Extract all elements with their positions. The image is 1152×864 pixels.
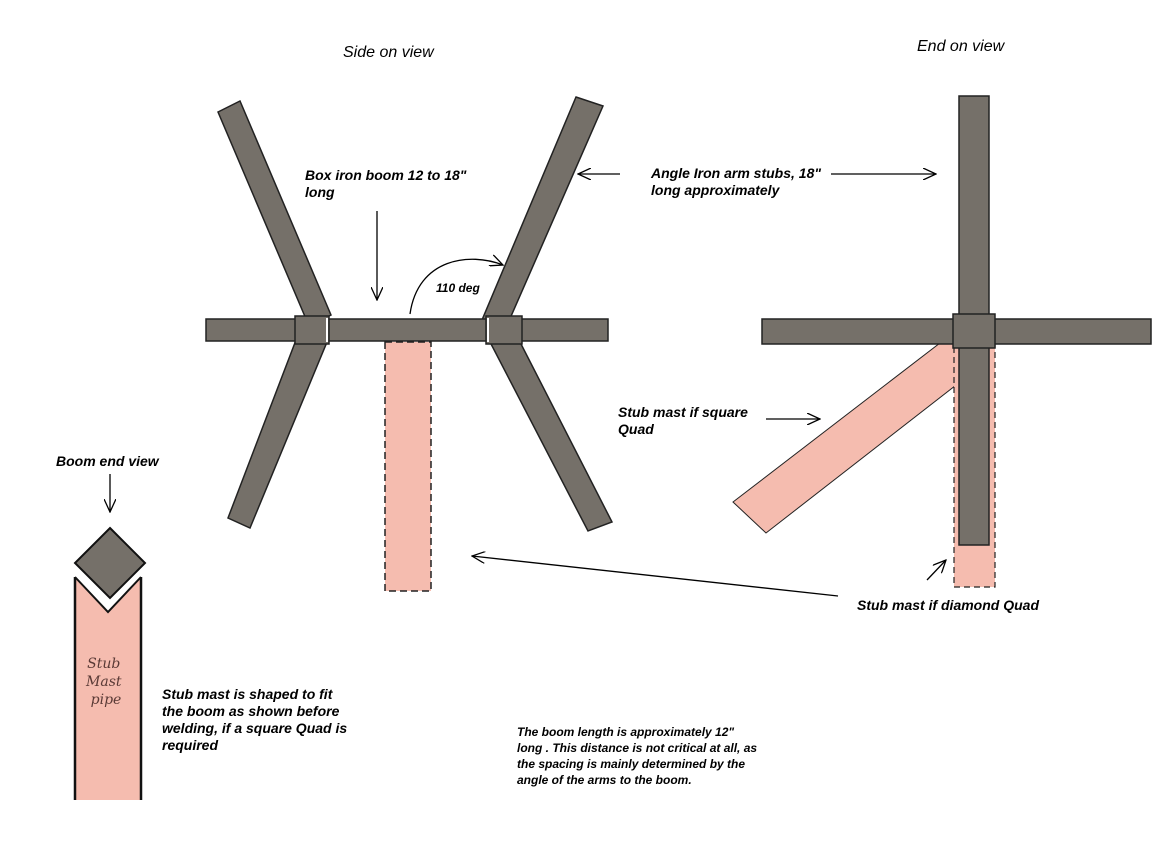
end-view: End on view Angle Iron arm stubs, 18" lo…: [472, 38, 1152, 613]
end-arm-left: [761, 318, 957, 345]
boom-label: Box iron boom 12 to 18" long: [305, 167, 470, 200]
boom-end-view: Boom end view Stub Mast pipe Stub mast i…: [56, 453, 351, 800]
square-quad-stub-mast: [732, 342, 961, 534]
diamond-to-side-mast-arrow: [472, 556, 839, 597]
end-view-title: End on view: [917, 38, 1006, 55]
arm-upper-left: [217, 99, 332, 328]
left-clamp-plate: [294, 315, 330, 345]
end-arm-bottom: [958, 343, 990, 546]
side-boom: [205, 318, 609, 342]
end-arm-right: [991, 318, 1152, 345]
boom-length-note: The boom length is approximately 12" lon…: [517, 725, 760, 787]
arm-lower-right: [488, 341, 614, 532]
end-boom-square: [952, 313, 996, 349]
side-view: Side on view Box iron boom 12 to 18" lon…: [205, 44, 614, 592]
arm-upper-right: [481, 96, 605, 331]
shaped-stub-mast-pipe: [75, 577, 141, 800]
side-view-title: Side on view: [343, 44, 435, 61]
boom-end-diamond: [73, 526, 147, 600]
stub-mast-pipe-label: Stub Mast pipe: [85, 656, 126, 708]
end-arm-top: [958, 95, 990, 319]
angle-label: 110 deg: [436, 281, 480, 295]
side-stub-mast: [384, 341, 432, 592]
shaped-note: Stub mast is shaped to fit the boom as s…: [162, 686, 351, 753]
square-quad-label: Stub mast if square Quad: [618, 404, 752, 437]
boom-end-title: Boom end view: [56, 453, 160, 469]
diamond-quad-label: Stub mast if diamond Quad: [857, 597, 1039, 613]
diamond-quad-arrow: [926, 560, 946, 581]
arm-stub-label: Angle Iron arm stubs, 18" long approxima…: [650, 165, 825, 198]
angle-arc-arrow: [409, 259, 503, 315]
arm-lower-left: [227, 339, 329, 530]
right-clamp-plate: [485, 315, 523, 345]
